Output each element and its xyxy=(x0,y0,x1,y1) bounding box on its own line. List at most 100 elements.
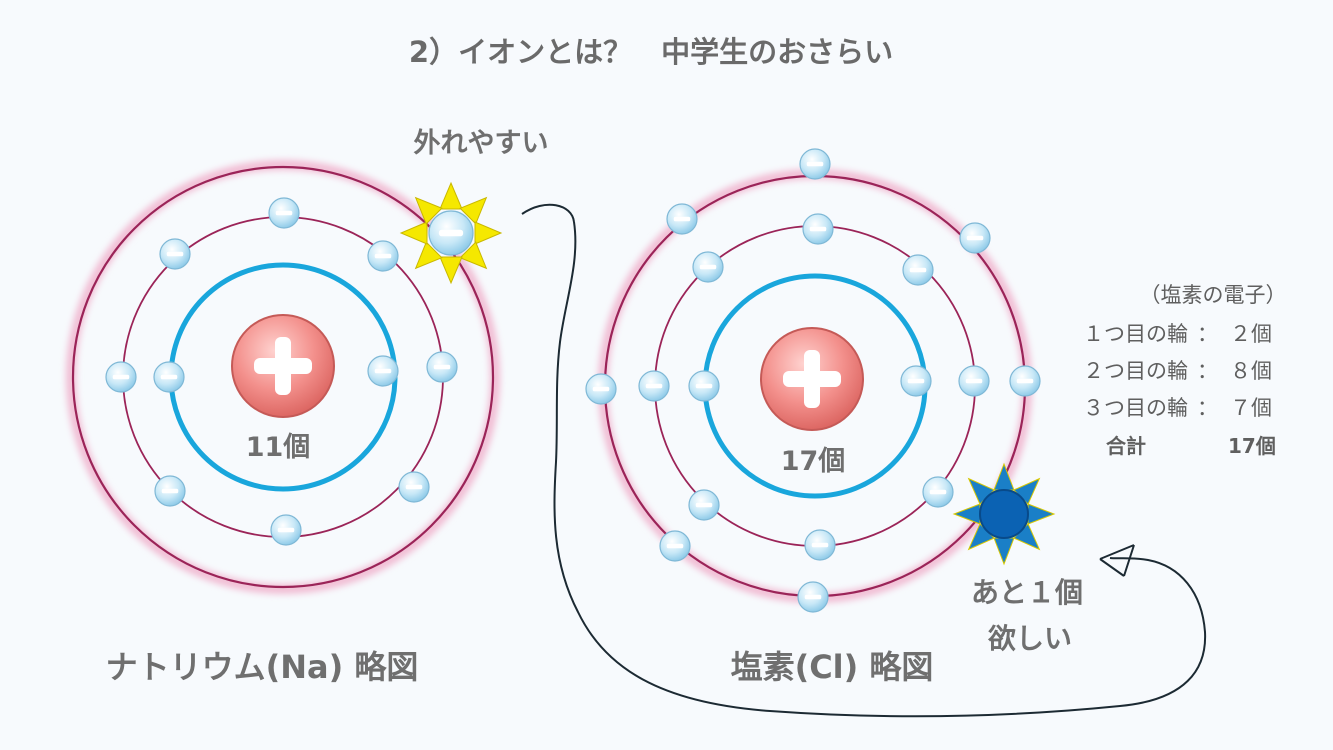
electron xyxy=(154,475,186,507)
summary-row-2-sep: ： xyxy=(1197,359,1218,383)
electron xyxy=(902,254,934,286)
minus-icon xyxy=(374,368,392,374)
minus-icon xyxy=(160,374,178,380)
minus-icon xyxy=(966,235,984,241)
summary-row-1-value: ２個 xyxy=(1230,322,1272,346)
minus-icon xyxy=(909,267,927,273)
electron xyxy=(268,197,300,229)
electron xyxy=(585,373,617,405)
sun-ray xyxy=(459,196,488,225)
minus-icon xyxy=(809,226,827,232)
sun-ray xyxy=(1027,503,1056,525)
summary-row-1-sep: ： xyxy=(1197,322,1218,346)
arrow-head-icon xyxy=(1099,544,1135,577)
summary-total-label: 合計 xyxy=(1106,434,1146,458)
loose-electron xyxy=(428,210,474,256)
sun-ray xyxy=(993,537,1015,566)
sun-ray xyxy=(459,241,488,270)
chlorine-electrons xyxy=(585,148,1041,613)
summary-row-1-label: １つ目の輪 xyxy=(1083,322,1188,346)
electron xyxy=(659,530,691,562)
minus-icon xyxy=(695,502,713,508)
sodium-outer-ring-glow xyxy=(66,160,500,594)
sodium-outer-ring xyxy=(71,165,495,589)
chlorine-proton-count: 17個 xyxy=(781,446,846,477)
sodium-proton-count: 11個 xyxy=(246,432,311,463)
summary-row-2-label: ２つ目の輪 xyxy=(1083,359,1188,383)
plus-icon xyxy=(783,350,841,408)
sodium-atom: 11個 xyxy=(66,160,503,594)
missing-electron-sun-icon xyxy=(952,462,1056,566)
minus-icon xyxy=(806,161,824,167)
electron xyxy=(105,361,137,393)
electron xyxy=(153,361,185,393)
chlorine-nucleus xyxy=(760,327,864,431)
electron xyxy=(797,581,829,613)
summary-heading: （塩素の電子） xyxy=(1140,283,1287,307)
sun-ray xyxy=(439,181,463,210)
minus-icon xyxy=(1016,378,1034,384)
sun-ray xyxy=(439,256,463,285)
minus-icon xyxy=(275,210,293,216)
chlorine-atom: 17個 xyxy=(585,148,1056,613)
summary-total-value: 17個 xyxy=(1228,434,1276,458)
plus-icon xyxy=(254,337,312,395)
electron xyxy=(270,514,302,546)
electron-summary: （塩素の電子） １つ目の輪 ： ２個 ２つ目の輪 ： ８個 ３つ目の輪 ： ７個… xyxy=(1083,283,1287,458)
sun-ray xyxy=(952,503,981,525)
minus-icon xyxy=(374,253,392,259)
electron xyxy=(958,365,990,397)
electron xyxy=(922,476,954,508)
minus-icon xyxy=(673,216,691,222)
electron xyxy=(666,203,698,235)
sun-ray xyxy=(399,221,428,245)
page-title: 2）イオンとは？ 中学生のおさらい xyxy=(409,35,893,69)
minus-icon xyxy=(965,378,983,384)
electron xyxy=(638,370,670,402)
summary-row-3-value: ７個 xyxy=(1230,396,1272,420)
electron xyxy=(367,240,399,272)
electron xyxy=(688,489,720,521)
electron xyxy=(799,148,831,180)
electron xyxy=(804,529,836,561)
electron xyxy=(1009,365,1041,397)
chlorine-caption: 塩素(Cl) 略図 xyxy=(731,648,934,686)
sodium-callout: 外れやすい xyxy=(414,128,549,159)
electron xyxy=(900,365,932,397)
minus-icon xyxy=(907,378,925,384)
minus-icon xyxy=(666,543,684,549)
minus-icon xyxy=(695,383,713,389)
minus-icon xyxy=(811,542,829,548)
minus-icon xyxy=(161,488,179,494)
minus-icon xyxy=(699,264,717,270)
minus-icon xyxy=(433,364,451,370)
sodium-electrons xyxy=(105,197,458,546)
summary-row-3-sep: ： xyxy=(1197,396,1218,420)
minus-icon xyxy=(277,527,295,533)
chlorine-callout-line1: あと１個 xyxy=(971,576,1083,609)
minus-icon xyxy=(592,386,610,392)
summary-row-3-label: ３つ目の輪 xyxy=(1083,396,1188,420)
sun-burst-icon xyxy=(399,181,503,285)
minus-icon xyxy=(166,251,184,257)
electron xyxy=(959,222,991,254)
electron xyxy=(692,251,724,283)
electron xyxy=(398,471,430,503)
sodium-nucleus xyxy=(231,314,335,418)
minus-icon xyxy=(804,594,822,600)
electron xyxy=(802,213,834,245)
minus-icon xyxy=(405,484,423,490)
electron xyxy=(426,351,458,383)
minus-icon xyxy=(645,383,663,389)
electron xyxy=(688,370,720,402)
sun-ray xyxy=(414,241,443,270)
chlorine-callout-line2: 欲しい xyxy=(987,622,1072,655)
sodium-caption: ナトリウム(Na) 略図 xyxy=(106,648,419,686)
electron xyxy=(159,238,191,270)
summary-row-2-value: ８個 xyxy=(1230,359,1272,383)
transfer-arrow xyxy=(521,203,1207,718)
electron xyxy=(367,355,399,387)
minus-icon xyxy=(929,489,947,495)
sun-ray xyxy=(474,221,503,245)
